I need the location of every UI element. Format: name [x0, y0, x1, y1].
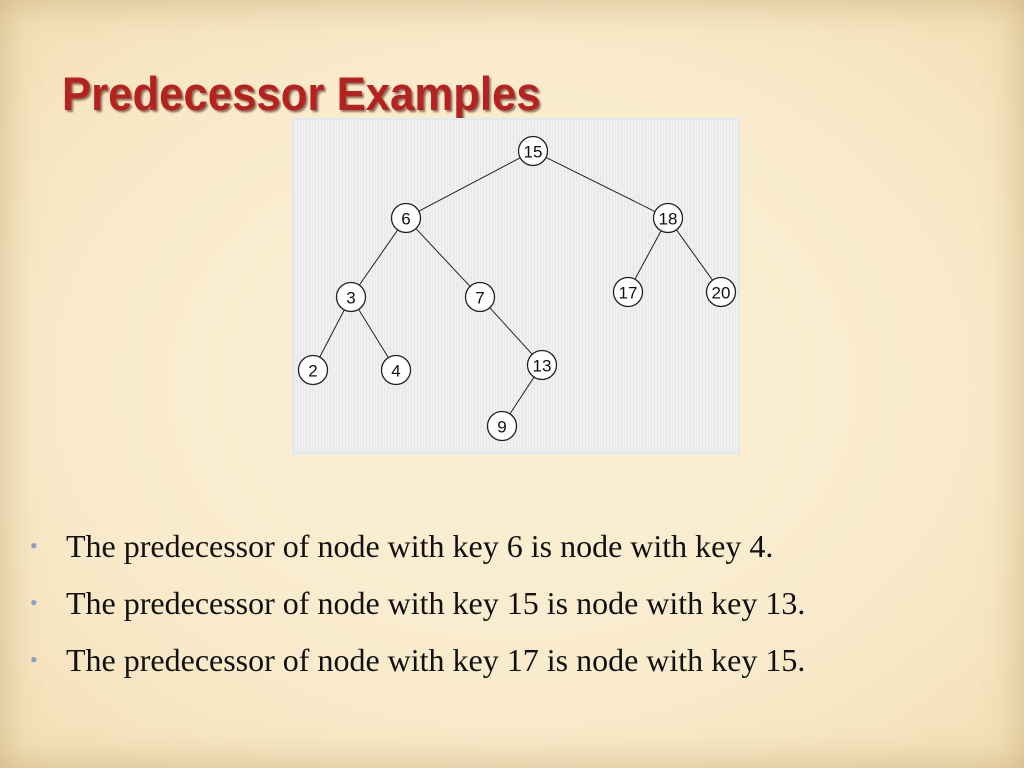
- tree-edge: [418, 157, 521, 212]
- tree-node: 13: [526, 349, 558, 381]
- tree-node-label: 2: [308, 362, 317, 381]
- tree-edge: [319, 309, 345, 358]
- tree-node: 6: [390, 202, 422, 234]
- tree-node-label: 20: [712, 284, 731, 303]
- tree-node-label: 15: [524, 143, 543, 162]
- tree-node-label: 9: [497, 418, 506, 437]
- tree-node-circle: [380, 354, 412, 386]
- tree-node: 17: [612, 276, 644, 308]
- tree-node-label: 4: [391, 362, 400, 381]
- tree-node-circle: [517, 135, 549, 167]
- tree-edge: [545, 156, 656, 213]
- tree-edge: [358, 229, 399, 286]
- tree-node: 4: [380, 354, 412, 386]
- tree-canvas: 15 6 18 3 7 17 20 2 4 13 9: [297, 135, 737, 442]
- tree-node-label: 7: [475, 289, 484, 308]
- tree-node-circle: [705, 276, 737, 308]
- tree-node-circle: [612, 276, 644, 308]
- tree-node-circle: [297, 354, 329, 386]
- tree-node: 15: [517, 135, 549, 167]
- tree-node: 20: [705, 276, 737, 308]
- tree-node-label: 6: [401, 210, 410, 229]
- tree-edge: [489, 307, 533, 355]
- tree-node: 9: [486, 410, 518, 442]
- tree-node-circle: [335, 281, 367, 313]
- tree-edge: [676, 229, 713, 281]
- tree-edge: [634, 230, 662, 280]
- bullet-item-1: • The predecessor of node with key 6 is …: [30, 521, 805, 578]
- tree-node-label: 17: [619, 284, 638, 303]
- tree-node-circle: [526, 349, 558, 381]
- tree-node-label: 13: [533, 357, 552, 376]
- tree-node-circle: [652, 202, 684, 234]
- tree-node: 7: [464, 281, 496, 313]
- bullet-marker: •: [30, 647, 38, 672]
- bullet-marker: •: [30, 533, 38, 558]
- tree-node: 3: [335, 281, 367, 313]
- tree-node-label: 18: [659, 210, 678, 229]
- bullet-text: The predecessor of node with key 17 is n…: [66, 642, 806, 678]
- bullet-text: The predecessor of node with key 15 is n…: [66, 585, 806, 621]
- binary-tree-diagram: 15 6 18 3 7 17 20 2 4 13 9: [292, 118, 740, 454]
- tree-edge: [358, 309, 389, 358]
- tree-node-label: 3: [346, 289, 355, 308]
- tree-node-circle: [486, 410, 518, 442]
- tree-node-circle: [390, 202, 422, 234]
- tree-node-circle: [464, 281, 496, 313]
- tree-node: 2: [297, 354, 329, 386]
- slide-title: Predecessor Examples: [62, 67, 541, 120]
- bullet-item-3: • The predecessor of node with key 17 is…: [30, 635, 805, 692]
- tree-node: 18: [652, 202, 684, 234]
- tree-edge: [415, 228, 471, 287]
- bullet-text: The predecessor of node with key 6 is no…: [66, 528, 774, 564]
- tree-edge: [509, 376, 535, 415]
- bullet-list: • The predecessor of node with key 6 is …: [30, 521, 805, 692]
- bullet-item-2: • The predecessor of node with key 15 is…: [30, 578, 805, 635]
- bullet-marker: •: [30, 590, 38, 615]
